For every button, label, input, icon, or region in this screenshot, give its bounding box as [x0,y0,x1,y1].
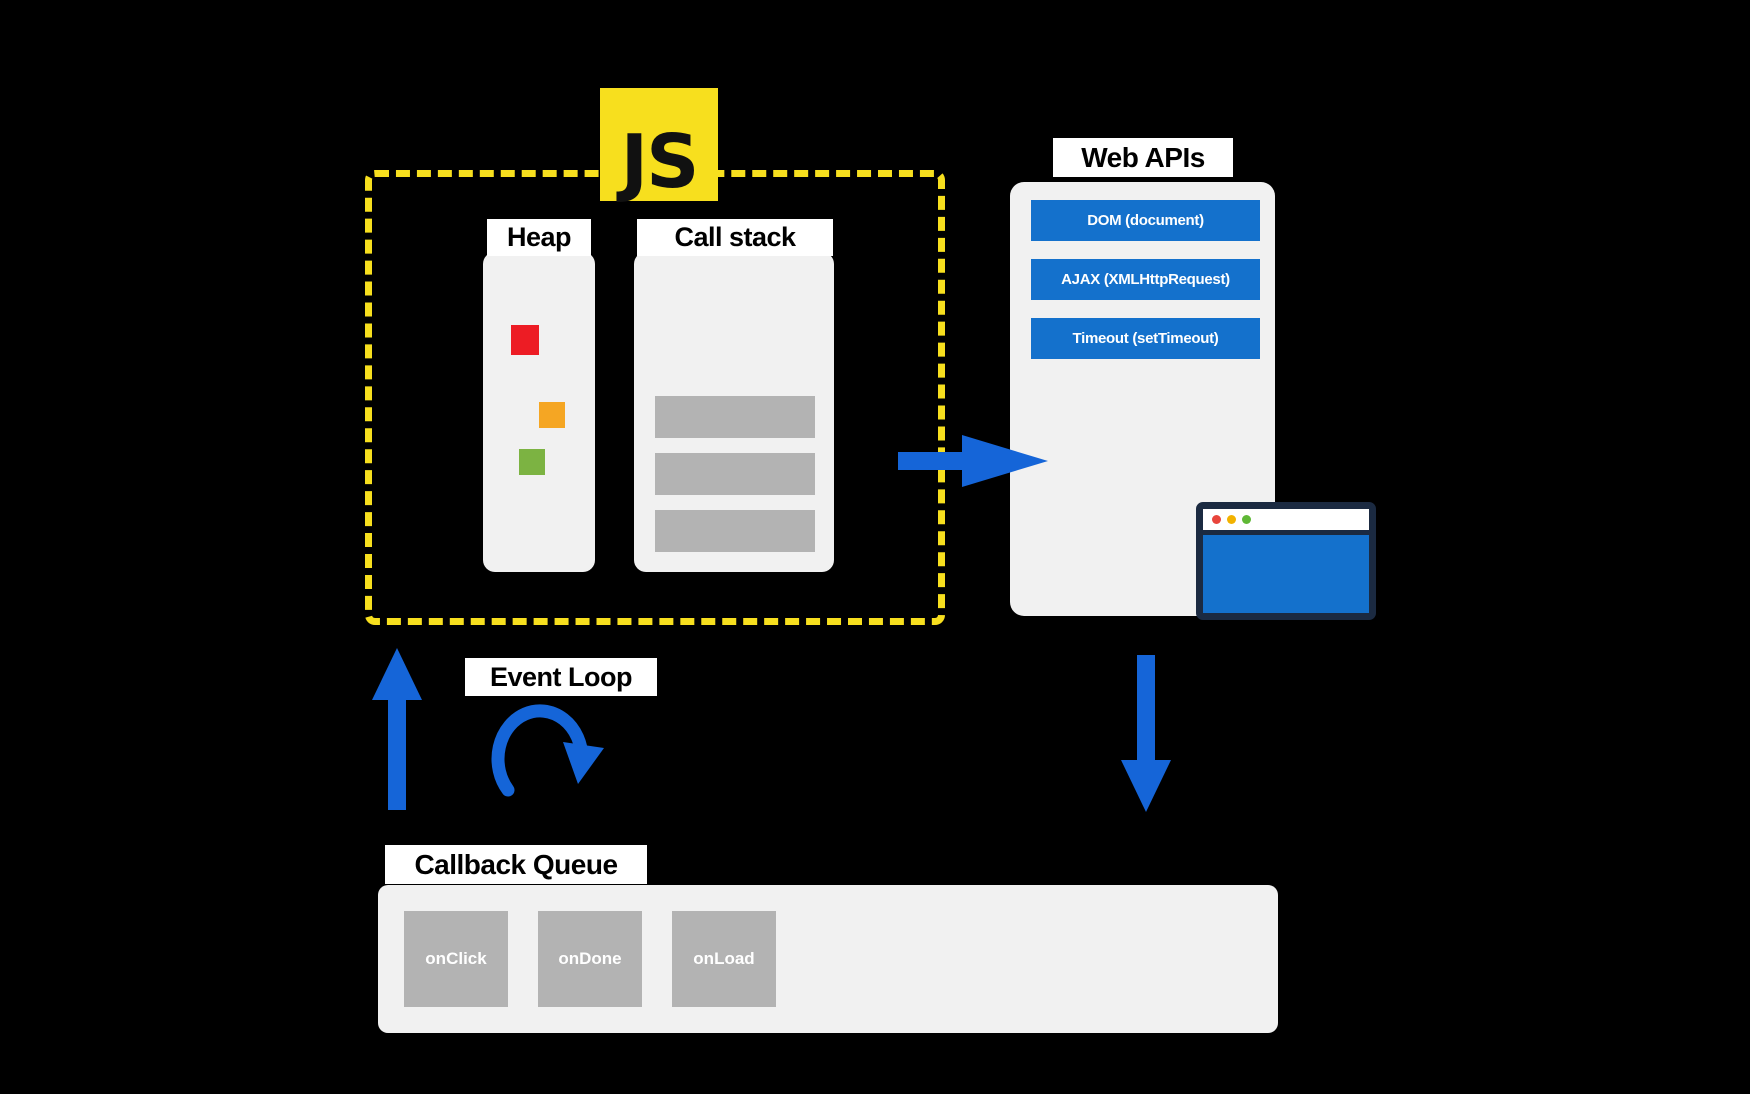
callback-queue-item: onLoad [672,911,776,1007]
call-stack-frame [655,453,815,495]
event-loop-label: Event Loop [465,658,657,696]
web-api-row-dom: DOM (document) [1031,200,1260,241]
browser-titlebar [1203,509,1369,535]
browser-window-icon [1196,502,1376,620]
callback-queue-item: onClick [404,911,508,1007]
call-stack-frame [655,510,815,552]
call-stack-label: Call stack [637,219,833,256]
minimize-dot-icon [1227,515,1236,524]
call-stack-frame [655,396,815,438]
heap-object-red-icon [511,325,539,355]
arrow-callback-queue-to-runtime [372,648,422,810]
arrow-webapis-to-callback-queue [1121,655,1171,812]
close-dot-icon [1212,515,1221,524]
heap-object-green-icon [519,449,545,475]
web-api-row-ajax: AJAX (XMLHttpRequest) [1031,259,1260,300]
callback-queue-panel [378,885,1278,1033]
javascript-logo-label: JS [620,118,700,205]
callback-queue-item: onDone [538,911,642,1007]
arrow-event-loop-circular [491,704,604,797]
heap-object-orange-icon [539,402,565,428]
javascript-logo: JS [600,88,718,201]
heap-label: Heap [487,219,591,256]
maximize-dot-icon [1242,515,1251,524]
web-apis-label: Web APIs [1053,138,1233,177]
callback-queue-label: Callback Queue [385,845,647,884]
web-api-row-timeout: Timeout (setTimeout) [1031,318,1260,359]
